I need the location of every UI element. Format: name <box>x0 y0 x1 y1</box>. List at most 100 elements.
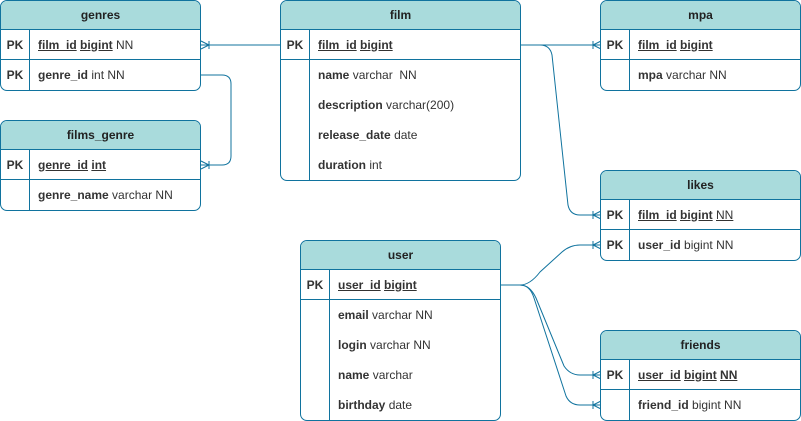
field-name: name <box>318 68 350 82</box>
key-badge: PK <box>301 270 330 299</box>
field-type: varchar <box>112 188 153 202</box>
key-badge <box>301 360 330 390</box>
key-badge <box>1 180 30 210</box>
table-title: likes <box>601 171 800 200</box>
table-row[interactable]: PK film_id bigint NN <box>1 30 200 60</box>
field-type: varchar <box>372 308 413 322</box>
field-type: bigint <box>684 367 717 382</box>
field-name: film_id <box>638 207 677 222</box>
field-nn: NN <box>413 338 431 352</box>
table-row[interactable]: release_date date <box>281 120 520 150</box>
table-row[interactable]: PK genre_id int <box>1 150 200 180</box>
key-badge <box>281 150 310 180</box>
key-badge: PK <box>281 30 310 59</box>
crowfoot-likes-user-id <box>591 240 602 250</box>
crowfoot-likes-film-id <box>591 210 602 220</box>
crowfoot-mpa-film-id <box>591 40 602 50</box>
relation-genres-films-genre <box>201 74 232 166</box>
field-type: int <box>91 157 107 172</box>
table-row[interactable]: description varchar(200) <box>281 90 520 120</box>
field-name: genre_name <box>38 188 109 202</box>
table-likes[interactable]: likes PK film_id bigint NN PK user_id bi… <box>600 170 801 261</box>
key-badge <box>601 390 630 420</box>
key-badge <box>301 300 330 330</box>
field-name: name <box>338 368 370 382</box>
field-nn: NN <box>155 188 173 202</box>
field-type: varchar(200) <box>386 98 455 112</box>
field-type: int <box>369 158 383 172</box>
field-nn: NN <box>716 207 734 222</box>
table-row[interactable]: login varchar NN <box>301 330 500 360</box>
field-name: description <box>318 98 383 112</box>
table-row[interactable]: friend_id bigint NN <box>601 390 800 420</box>
table-films-genre[interactable]: films_genre PK genre_id int genre_name v… <box>0 120 201 211</box>
table-title: films_genre <box>1 121 200 150</box>
field-name: mpa <box>638 68 663 82</box>
table-row[interactable]: mpa varchar NN <box>601 60 800 90</box>
field-type: varchar <box>352 68 393 82</box>
key-badge <box>301 390 330 420</box>
table-title: genres <box>1 1 200 30</box>
key-badge <box>281 120 310 150</box>
key-badge <box>281 90 310 120</box>
key-badge: PK <box>1 60 30 90</box>
field-name: film_id <box>318 37 357 52</box>
key-badge: PK <box>601 360 630 389</box>
field-type: date <box>394 128 418 142</box>
crowfoot-friends-user-id <box>591 370 602 380</box>
field-nn: NN <box>716 238 734 252</box>
table-genres[interactable]: genres PK film_id bigint NN PK genre_id … <box>0 0 201 91</box>
field-nn: NN <box>720 367 738 382</box>
key-badge <box>281 60 310 90</box>
field-type: date <box>388 398 413 412</box>
field-name: film_id <box>38 37 77 52</box>
table-row[interactable]: name varchar NN <box>281 60 520 90</box>
field-nn: NN <box>107 68 125 82</box>
field-name: film_id <box>638 37 677 52</box>
key-badge <box>601 60 630 90</box>
field-name: user_id <box>638 238 681 252</box>
table-row[interactable]: birthday date <box>301 390 500 420</box>
field-type: varchar <box>666 68 707 82</box>
table-row[interactable]: PK film_id bigint NN <box>601 200 800 230</box>
table-film[interactable]: film PK film_id bigint name varchar NN d… <box>280 0 521 181</box>
crowfoot-films-genre-genre-id <box>200 160 211 170</box>
field-name: friend_id <box>638 398 689 412</box>
field-type: bigint <box>692 398 721 412</box>
crowfoot-genres-film-id <box>200 40 211 50</box>
table-title: friends <box>601 331 800 360</box>
field-type: bigint <box>384 277 417 292</box>
key-badge: PK <box>1 30 30 59</box>
table-row[interactable]: genre_name varchar NN <box>1 180 200 210</box>
table-row[interactable]: PK user_id bigint NN <box>601 230 800 260</box>
crowfoot-friends-friend-id <box>591 400 602 410</box>
table-row[interactable]: PK film_id bigint <box>601 30 800 60</box>
table-row[interactable]: duration int <box>281 150 520 180</box>
field-name: login <box>338 338 367 352</box>
table-row[interactable]: email varchar NN <box>301 300 500 330</box>
table-mpa[interactable]: mpa PK film_id bigint mpa varchar NN <box>600 0 801 91</box>
table-row[interactable]: PK film_id bigint <box>281 30 520 60</box>
field-name: genre_id <box>38 68 89 82</box>
field-nn: NN <box>709 68 727 82</box>
field-type: bigint <box>684 238 713 252</box>
table-row[interactable]: PK user_id bigint NN <box>601 360 800 390</box>
field-name: email <box>338 308 369 322</box>
table-row[interactable]: PK genre_id int NN <box>1 60 200 90</box>
field-name: release_date <box>318 128 391 142</box>
key-badge: PK <box>601 230 630 260</box>
table-user[interactable]: user PK user_id bigint email varchar NN … <box>300 240 501 421</box>
key-badge: PK <box>601 30 630 59</box>
key-badge: PK <box>601 200 630 229</box>
relation-user-friends-friend <box>501 284 601 406</box>
table-row[interactable]: name varchar <box>301 360 500 390</box>
key-badge: PK <box>1 150 30 179</box>
field-type: bigint <box>680 37 713 52</box>
table-friends[interactable]: friends PK user_id bigint NN friend_id b… <box>600 330 801 421</box>
table-title: user <box>301 241 500 270</box>
table-row[interactable]: PK user_id bigint <box>301 270 500 300</box>
field-nn: NN <box>116 37 134 52</box>
field-type: varchar <box>372 368 413 382</box>
field-nn: NN <box>724 398 742 412</box>
field-type: varchar <box>370 338 411 352</box>
